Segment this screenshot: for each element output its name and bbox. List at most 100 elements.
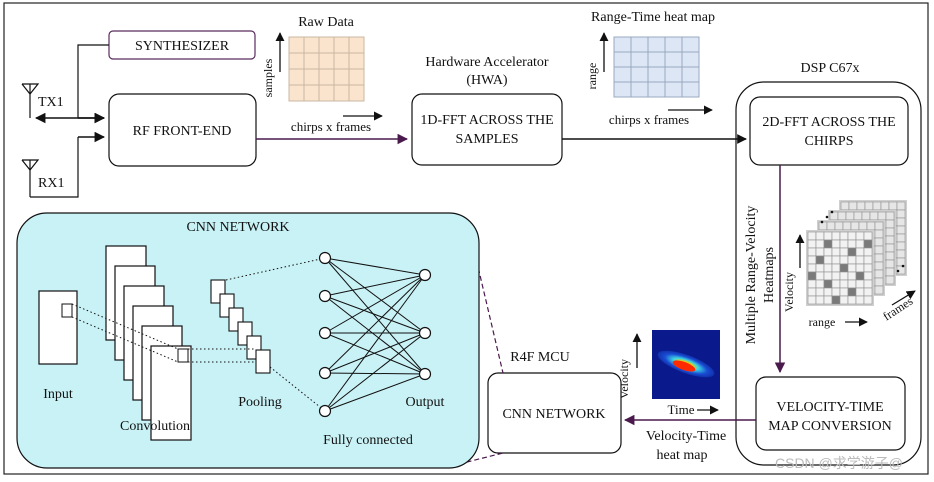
range-time-cell [681, 51, 700, 68]
fc-connection [324, 274, 426, 334]
rv-heatmap-cell [842, 221, 852, 231]
rv-heatmap-cell [815, 263, 825, 273]
more-heatmaps-dots [820, 210, 905, 273]
rv-heatmap-cell [847, 255, 857, 265]
rv-heatmap-cell [861, 211, 871, 221]
synth-to-frontend-line [77, 44, 109, 118]
raw-data-cell [348, 36, 365, 54]
output-label: Output [406, 395, 445, 410]
range-time-cell [647, 51, 666, 68]
rv-heatmap-cell [863, 255, 873, 265]
fft1d-label-2: SAMPLES [455, 132, 518, 147]
pooling-label: Pooling [238, 395, 282, 410]
rv-heatmap-cell [834, 221, 844, 231]
zoom-line-top [470, 236, 504, 374]
input-label: Input [43, 387, 73, 402]
rv-heatmap-cell [863, 271, 873, 281]
raw-data-cell [318, 36, 335, 54]
rv-heatmap-cell [823, 247, 833, 257]
rv-heatmap-cell [855, 279, 865, 289]
rv-heatmap-cell [885, 275, 895, 285]
rv-heatmap-cell [807, 231, 817, 241]
r4f-title: R4F MCU [510, 350, 570, 365]
rv-heatmap-cell [807, 247, 817, 257]
hwa-title-1: Hardware Accelerator [425, 55, 549, 70]
rv-heatmap-cell [815, 255, 825, 265]
rv-heatmap-cell [807, 239, 817, 249]
rv-heatmap-cell [807, 295, 817, 305]
rv-heatmap-cell [856, 201, 866, 211]
rv-heatmap-cell [815, 231, 825, 241]
rv-heatmap-cell [847, 295, 857, 305]
rv-heatmap-cell [840, 201, 850, 211]
range-time-cell [647, 81, 666, 98]
dsp-title: DSP C67x [800, 61, 859, 76]
rv-heatmap-cell [815, 279, 825, 289]
rv-heatmap-cell [807, 279, 817, 289]
rv-heatmap-cell [874, 245, 884, 255]
range-time-cell [630, 66, 649, 83]
rv-heatmap-cell [847, 239, 857, 249]
rv-heatmap-cell [807, 271, 817, 281]
fc-input-node [318, 326, 332, 340]
vt-conversion-box: VELOCITY-TIME MAP CONVERSION [755, 376, 906, 451]
rv-heatmap-cell [896, 225, 906, 235]
watermark: CSDN @求学游子@ [775, 455, 903, 471]
rv-heatmap-cell [855, 231, 865, 241]
range-time-cell [613, 36, 632, 53]
range-time-cell [681, 81, 700, 98]
range-time-cell [613, 51, 632, 68]
rv-heatmap-cell [823, 271, 833, 281]
fc-input-node [318, 366, 332, 380]
range-time-cell [630, 51, 649, 68]
fft2d-box: 2D-FFT ACROSS THE CHIRPS [749, 96, 909, 166]
range-time-cell [647, 36, 666, 53]
rv-heatmap-cell [874, 253, 884, 263]
rv-heatmap-cell [885, 219, 895, 229]
convolution-stack [105, 245, 192, 441]
fft2d-label-1: 2D-FFT ACROSS THE [762, 115, 895, 130]
rv-heatmap-cell [831, 231, 841, 241]
rv-heatmap-cell [874, 237, 884, 247]
range-time-cell [664, 66, 683, 83]
fc-input-node [318, 251, 332, 265]
raw-data-cell [348, 84, 365, 102]
multi-rv-label-1: Multiple Range-Velocity [744, 206, 759, 345]
frames-label: frames [880, 294, 915, 324]
rv-heatmap-cell [874, 269, 884, 279]
fc-connection [324, 274, 426, 374]
rv-heatmap-cell [818, 221, 828, 231]
rv-heatmap-cell [815, 271, 825, 281]
rv-heatmap-cell [839, 231, 849, 241]
range-time-grid [613, 36, 700, 98]
cnn-panel-title: CNN NETWORK [186, 220, 289, 235]
rx-antenna-icon [21, 159, 40, 197]
rv-heatmap-cell [823, 287, 833, 297]
fc-output-node [418, 367, 432, 381]
tx-antenna-icon [21, 83, 40, 118]
range-label: range [585, 63, 599, 90]
fc-connection [324, 373, 426, 412]
rv-heatmap-cell [885, 259, 895, 269]
convolution-label: Convolution [120, 419, 190, 434]
rx-line [30, 137, 79, 198]
rv-heatmap-cell [864, 201, 874, 211]
raw-data-cell [318, 84, 335, 102]
rv-heatmap-cell [847, 247, 857, 257]
rv-heatmap-cell [863, 263, 873, 273]
rv-heatmap-cell [855, 239, 865, 249]
rv-heatmap-cell [869, 211, 879, 221]
fft2d-label-2: CHIRPS [804, 134, 853, 149]
raw-data-cell [288, 68, 305, 86]
range-time-title: Range-Time heat map [591, 10, 715, 25]
rv-heatmap-cell [866, 221, 876, 231]
raw-data-cell [318, 52, 335, 70]
synthesizer-box: SYNTHESIZER [108, 30, 256, 60]
rv-heatmap-cell [823, 279, 833, 289]
rv-heatmap-cell [885, 243, 895, 253]
raw-data-cell [303, 36, 320, 54]
rv-heatmap-cell [863, 287, 873, 297]
fully-connected-network [318, 251, 432, 418]
frames-axis-arrow [891, 290, 916, 306]
fc-connection [324, 274, 426, 297]
